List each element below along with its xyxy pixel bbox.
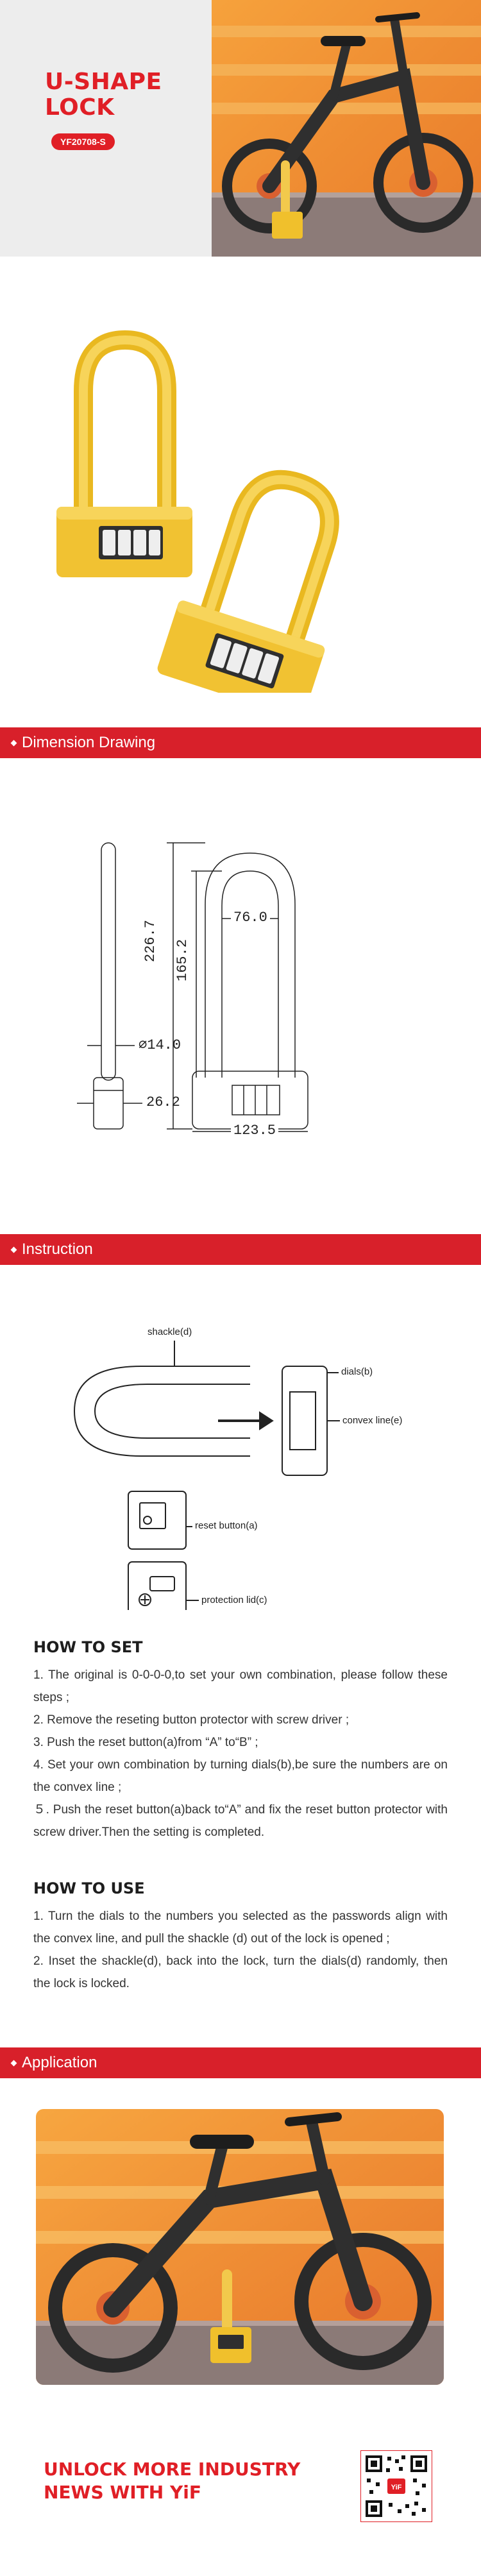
dim-body-depth: 26.2 (146, 1094, 180, 1110)
label-protection-lid: protection lid(c) (201, 1595, 267, 1606)
dim-body-width: 123.5 (231, 1123, 279, 1139)
lock-front-view (56, 330, 192, 577)
footer-slogan-line: NEWS WITH YiF (44, 2482, 201, 2503)
set-step: 3. Push the reset button(a)from “A” to“B… (33, 1736, 258, 1749)
model-badge: YF20708-S (51, 133, 115, 150)
how-to-set-heading: HOW TO SET (33, 1638, 143, 1656)
qr-code[interactable]: YiF (360, 2450, 433, 2523)
section-header-dimension: Dimension Drawing (0, 727, 481, 758)
diamond-bullet-icon (10, 740, 17, 747)
how-to-use-heading: HOW TO USE (33, 1879, 145, 1897)
label-dials: dials(b) (341, 1366, 373, 1377)
dimension-drawing: ⌀14.0 26.2 226.7 165.2 76.0 123.5 (64, 834, 423, 1139)
diamond-bullet-icon (10, 1246, 17, 1253)
set-step: 1. The original is 0-0-0-0,to set your o… (33, 1668, 448, 1704)
label-reset-button: reset button(a) (195, 1520, 258, 1531)
qr-logo-text: YiF (391, 2484, 402, 2491)
section-header-instruction: Instruction (0, 1234, 481, 1265)
dim-total-height: 226.7 (142, 919, 158, 962)
diamond-bullet-icon (10, 2060, 17, 2067)
how-to-set-steps: 1. The original is 0-0-0-0,to set your o… (33, 1664, 448, 1843)
instruction-diagram: shackle(d) dials(b) convex line(e) reset… (64, 1315, 449, 1620)
section-header-application: Application (0, 2047, 481, 2078)
application-photo (36, 2109, 444, 2385)
section-title: Dimension Drawing (22, 734, 156, 751)
dim-shackle-diameter: ⌀14.0 (139, 1037, 181, 1053)
use-step: 1. Turn the dials to the numbers you sel… (33, 1910, 448, 1945)
footer-slogan-line: UNLOCK MORE INDUSTRY (44, 2459, 301, 2480)
how-to-use-steps: 1. Turn the dials to the numbers you sel… (33, 1905, 448, 1995)
set-step: ５. Push the reset button(a)back to“A” an… (33, 1803, 448, 1839)
dim-inner-height: 165.2 (174, 938, 190, 981)
label-convex-line: convex line(e) (342, 1415, 403, 1426)
set-step: 2. Remove the reseting button protector … (33, 1713, 350, 1727)
lock-angled-view (157, 470, 339, 718)
label-shackle: shackle(d) (148, 1326, 192, 1337)
set-step: 4. Set your own combination by turning d… (33, 1758, 448, 1794)
dim-inner-width: 76.0 (231, 910, 270, 926)
section-title: Instruction (22, 1241, 93, 1258)
product-lock-images (45, 327, 443, 718)
product-title: U-SHAPE LOCK (45, 69, 162, 121)
hero-photo (212, 0, 481, 257)
section-title: Application (22, 2054, 97, 2071)
use-step: 2. Inset the shackle(d), back into the l… (33, 1954, 448, 1990)
footer-slogan: UNLOCK MORE INDUSTRY NEWS WITH YiF (44, 2458, 313, 2504)
